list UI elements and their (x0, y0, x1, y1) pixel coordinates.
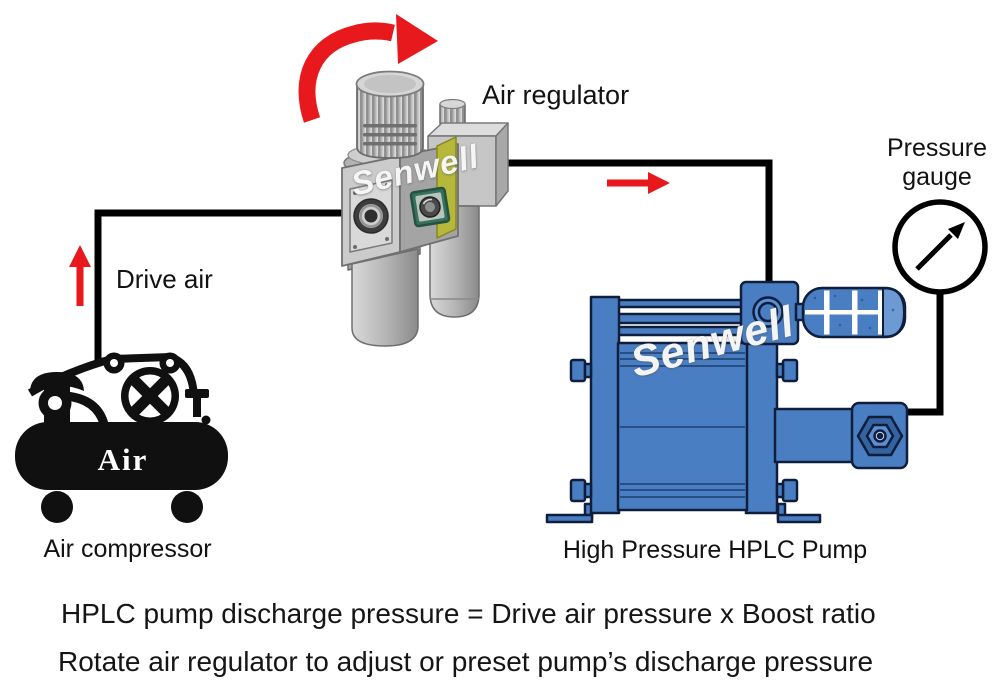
drive-air-label: Drive air (116, 264, 213, 294)
air-compressor-illustration (15, 352, 228, 523)
air-regulator-label: Air regulator (482, 80, 630, 110)
air-regulator-illustration (341, 70, 509, 347)
rotate-arrow-icon (298, 14, 438, 123)
pipe-pump-to-gauge (905, 292, 944, 416)
pipe-compressor-to-regulator (94, 209, 346, 362)
sight-glass (409, 186, 451, 228)
air-compressor-label: Air compressor (43, 535, 212, 563)
pressure-gauge-icon (892, 199, 988, 295)
hplc-pump-label: High Pressure HPLC Pump (562, 536, 868, 564)
muffler (801, 286, 907, 339)
instruction-note: Rotate air regulator to adjust or preset… (58, 646, 874, 677)
air-tank-text: Air (97, 442, 149, 477)
formula-note: HPLC pump discharge pressure = Drive air… (61, 598, 876, 629)
drive-air-up-arrow-icon (69, 245, 91, 306)
pipes (94, 159, 944, 416)
pressure-gauge-label: Pressure gauge (886, 134, 988, 191)
flow-right-arrow-icon (607, 172, 670, 194)
hplc-pump-illustration (545, 280, 909, 524)
pipe-regulator-to-pump (502, 159, 773, 286)
